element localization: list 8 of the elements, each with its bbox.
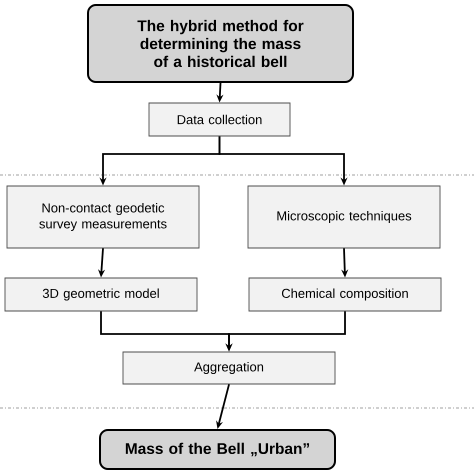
process-box: 3D geometric model [4, 278, 198, 312]
result-box: Mass of the Bell „Urban” [99, 429, 336, 470]
process-box: Aggregation [122, 352, 336, 384]
process-box: Non-contact geodetic survey measurements [6, 186, 200, 248]
process-box: Microscopic techniques [248, 186, 440, 248]
process-box: Data collection [148, 102, 290, 136]
title-box: The hybrid method for determining the mass of a historical bell [87, 4, 354, 83]
process-box: Chemical composition [248, 278, 442, 312]
